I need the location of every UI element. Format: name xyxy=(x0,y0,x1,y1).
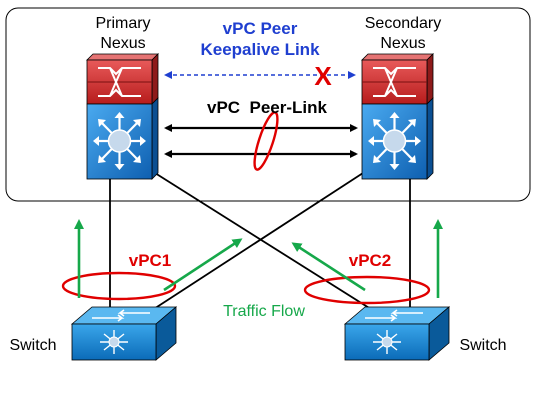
vpc2-ellipse xyxy=(303,275,431,305)
primary-nexus-label-line1: Primary xyxy=(95,15,150,32)
secondary-nexus-label-line1: Secondary xyxy=(365,15,442,32)
vpc1-ellipse xyxy=(61,271,177,301)
right-switch-label: Switch xyxy=(459,337,506,354)
left-switch-icon xyxy=(70,306,178,361)
right-switch-icon xyxy=(343,306,451,361)
peer-link-bundle-ellipse xyxy=(253,111,279,171)
link-secondary-to-left-switch xyxy=(139,172,364,319)
traffic-arrow-left-diagonal xyxy=(163,238,243,292)
secondary-nexus-icon xyxy=(361,53,434,180)
left-switch-label: Switch xyxy=(9,337,56,354)
keepalive-label-line1: vPC Peer xyxy=(223,19,298,38)
traffic-arrow-right-diagonal xyxy=(291,242,366,292)
traffic-flow-label: Traffic Flow xyxy=(223,303,305,320)
link-primary-to-right-switch xyxy=(154,172,386,319)
peer-link-label: vPC Peer-Link xyxy=(207,98,328,117)
keepalive-failure-mark: X xyxy=(314,61,332,91)
vpc2-label: vPC2 xyxy=(349,251,392,270)
primary-nexus-icon xyxy=(86,53,159,180)
vpc1-label: vPC1 xyxy=(129,251,172,270)
secondary-nexus-label-line2: Nexus xyxy=(380,35,425,52)
keepalive-label-line2: Keepalive Link xyxy=(200,40,320,59)
primary-nexus-label-line2: Nexus xyxy=(100,35,145,52)
